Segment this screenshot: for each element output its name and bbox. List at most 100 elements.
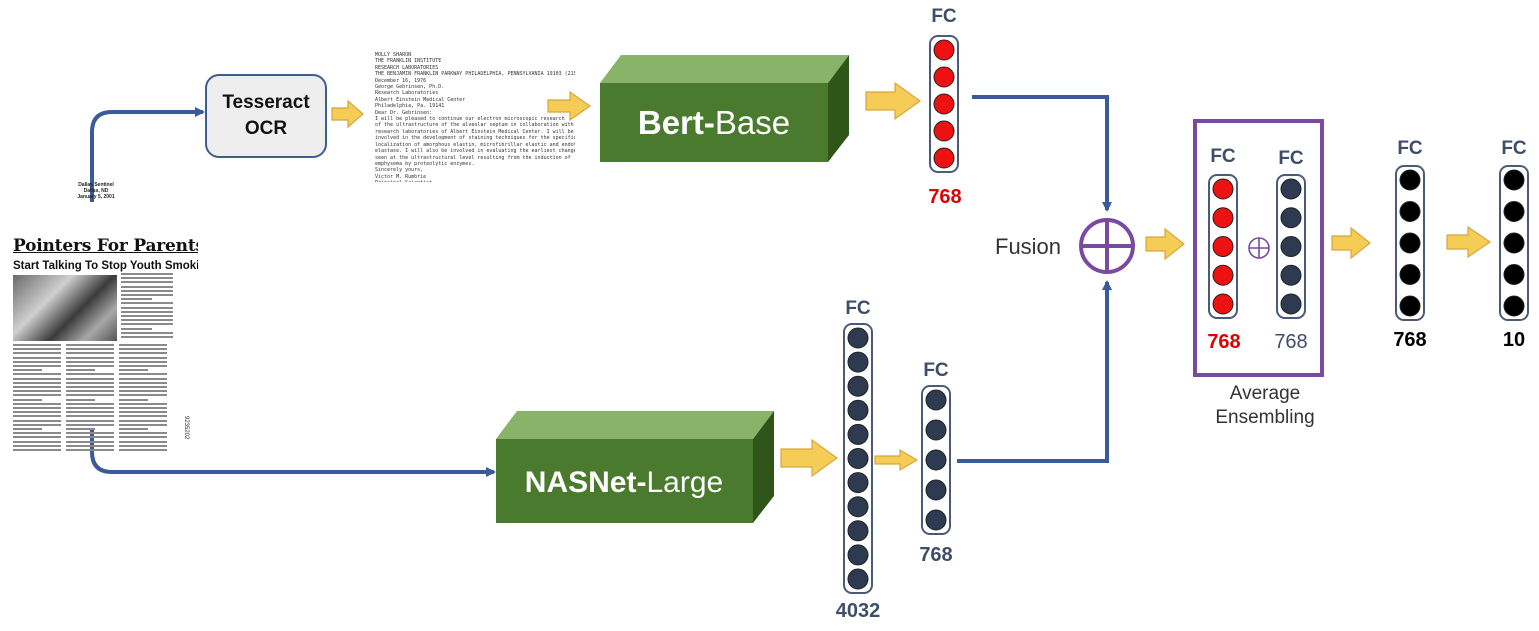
clipping-text-line [66,449,114,451]
clipping-text-line [119,352,167,355]
clipping-text-line [66,348,114,351]
clipping-text-line [13,356,61,359]
clipping-text-line [119,394,167,397]
neuron-node [933,39,955,61]
clipping-photo [13,275,117,341]
clipping-text-line [121,331,173,334]
clipping-text-line [66,432,114,435]
clipping-text-line [121,285,173,288]
neuron-node [933,93,955,115]
fc-label-ens-left: FC [1210,146,1236,167]
neuron-node [925,509,947,531]
clipping-text-line [13,344,61,346]
ensemble-label-line: Average [1229,383,1301,404]
neuron-node [925,389,947,411]
ocr-line2: OCR [244,118,288,139]
ocr-text-line: MOLLY SHARON [375,52,412,58]
neuron-node [1212,178,1234,200]
neuron-node [1503,264,1525,285]
dim-final2: 10 [1502,329,1526,351]
ensemble-plus-icon [1248,237,1270,259]
clipping-text-line [13,415,61,418]
neuron-node [1280,178,1302,200]
bert-base-block: Bert-Base [600,55,849,162]
clipping-text-line [66,436,114,439]
clipping-text-line [66,394,114,397]
clipping-text-line [13,369,42,372]
clipping-text-line [119,440,167,443]
clipping-text-line [121,277,173,280]
bert-name-bold: Bert- [638,104,715,141]
final-fc2-column [1499,165,1529,321]
clipping-text-line [13,394,61,397]
clipping-text-line [119,415,167,418]
clipping-text-line [66,407,114,409]
clipping-text-line [13,419,61,422]
bert-name-rest: Base [715,104,790,141]
clipping-text-line [119,381,167,384]
clipping-text-line [66,352,114,355]
average-ensembling-label: Average Ensembling [1190,382,1340,430]
clipping-text-line [119,432,167,435]
ocr-text-line: localization of amorphous elastin, micro… [375,141,575,148]
clipping-text-line [66,344,114,346]
nasnet-name-bold: NASNet- [525,466,647,499]
neuron-node [1503,201,1525,222]
ocr-text-line: research laboratories of Albert Einstein… [375,128,574,135]
clipping-text-line [13,428,42,430]
neuron-node [1399,264,1421,285]
clipping-text-line [121,323,173,326]
dim-final1: 768 [1393,329,1427,351]
ocr-text-line: Philadelphia, Pa. 19141 [375,103,445,110]
doc-to-ocr-arrow [90,107,205,202]
clipping-text-line [13,377,61,380]
clipping-text-line [119,398,148,401]
clipping-text-line [13,352,61,355]
neuron-node [925,419,947,441]
tesseract-ocr-box: Tesseract OCR [205,74,327,158]
ocr-text-line: December 16, 1976 [375,77,427,84]
clipping-body-text [13,344,173,454]
clipping-text-line [119,369,148,372]
neuron-node [1212,236,1234,257]
ocr-text-line: George Gebrinsen, Ph.D. [375,84,445,91]
clipping-text-line [66,390,114,393]
clipping-text-line [66,386,114,388]
final-fc1-column [1395,165,1425,321]
ocr-text-line: Albert Einstein Medical Center [375,96,466,103]
ocr-text-line: THE BENJAMIN FRANKLIN PARKWAY PHILADELPH… [375,71,575,78]
clipping-header-line: January 5, 2001 [77,194,115,200]
ocr-text-line: elastase. I will also be involved in eva… [375,148,575,155]
bert-to-fusion-arrow [972,95,1112,212]
nasnet-fc1-column [843,323,873,594]
neuron-node [1399,169,1421,191]
clipping-text-line [119,386,167,388]
neuron-node [847,399,869,421]
clipping-text-line [121,319,173,322]
clipping-text-line [121,315,173,317]
clipping-text-line [13,348,61,351]
clipping-text-line [66,428,95,430]
neuron-node [1503,295,1525,317]
clipping-text-line [119,436,167,439]
clipping-text-line [66,360,114,363]
clipping-text-line [119,419,167,422]
clipping-text-line [13,386,61,388]
clipping-text-line [13,381,61,384]
clipping-text-line [66,398,95,401]
clipping-header: Dallas Sentinel Dallas, ND January 5, 20… [66,182,126,200]
clipping-text-line [13,423,61,426]
clipping-text-line [13,373,61,376]
ocr-text-line: seen at the ultrastructural level result… [375,154,571,161]
clipping-text-line [121,306,173,309]
neuron-node [847,448,869,469]
clipping-code: 9235202 [183,416,189,440]
svg-text:NASNet-Large: NASNet-Large [525,466,723,499]
nasnet-name-rest: Large [646,466,723,499]
clipping-text-line [121,336,173,338]
neuron-node [1399,295,1421,317]
clipping-text-line [66,377,114,380]
clipping-text-line [119,377,167,380]
clipping-text-line [119,423,167,426]
